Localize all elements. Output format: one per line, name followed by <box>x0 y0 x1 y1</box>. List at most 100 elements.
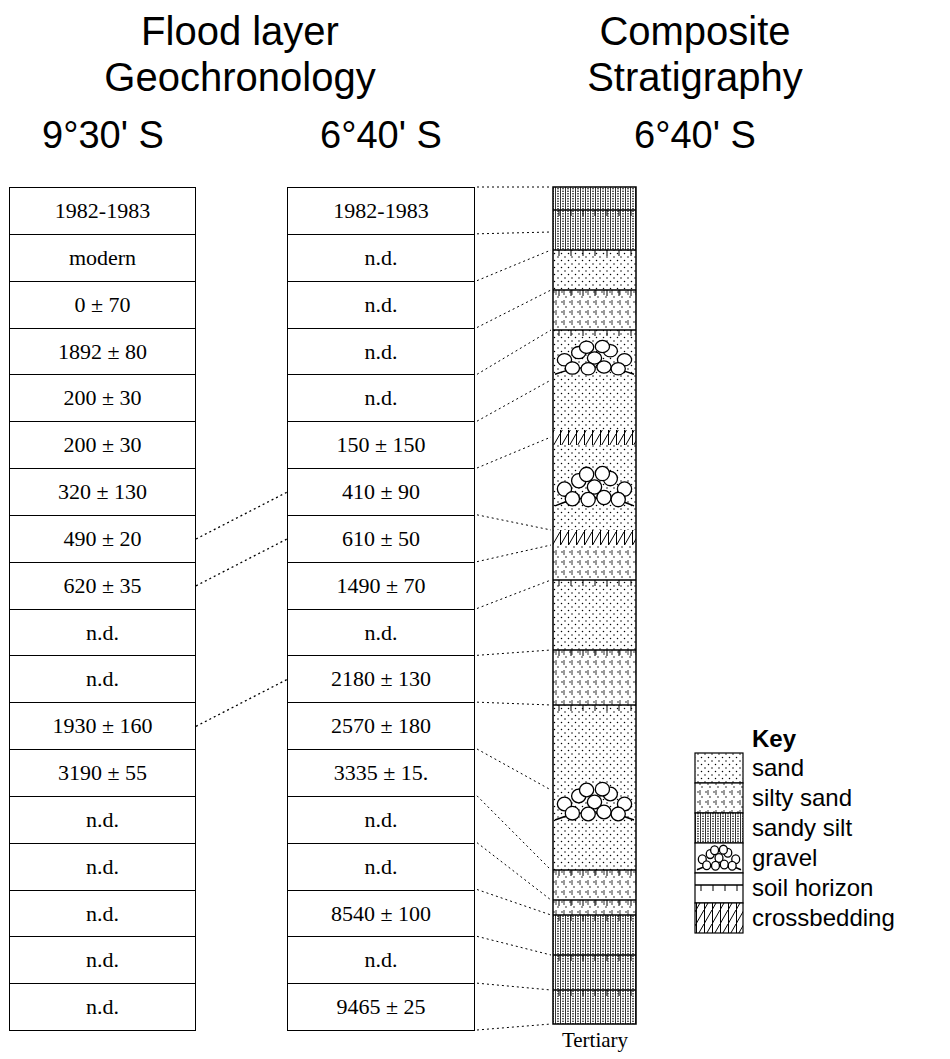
gravel-clast <box>579 467 593 481</box>
gravel-clast <box>597 490 611 504</box>
strata-layer <box>553 545 636 580</box>
leader-line <box>477 250 551 281</box>
date-cell: n.d. <box>287 281 475 329</box>
leader-line <box>477 890 551 916</box>
date-text: 8540 ± 100 <box>331 902 431 926</box>
soil-tick <box>583 250 584 256</box>
gravel-clast <box>581 807 595 821</box>
date-cell: n.d. <box>9 936 196 984</box>
date-text: 610 ± 50 <box>342 527 420 551</box>
date-cell: 1982-1983 <box>9 187 196 235</box>
date-text: 1930 ± 160 <box>52 714 152 738</box>
soil-tick <box>583 870 584 876</box>
gravel-clast <box>611 492 625 506</box>
gravel-clast <box>597 805 611 819</box>
soil-tick <box>619 990 620 996</box>
soil-tick <box>619 650 620 656</box>
soil-tick <box>607 900 608 906</box>
date-cell: n.d. <box>287 374 475 422</box>
strata-layer <box>553 580 636 650</box>
leader-line <box>477 545 551 562</box>
soil-tick <box>631 580 632 586</box>
date-text: 1892 ± 80 <box>58 340 147 364</box>
date-text: 200 ± 30 <box>63 386 141 410</box>
date-text: n.d. <box>365 246 398 270</box>
soil-tick <box>619 250 620 256</box>
heading-label: Composite Stratigraphy <box>545 8 845 100</box>
date-cell: 1982-1983 <box>287 187 475 235</box>
soil-tick <box>595 580 596 586</box>
soil-tick <box>631 210 632 216</box>
date-text: 9465 ± 25 <box>336 995 425 1019</box>
date-text: n.d. <box>365 808 398 832</box>
soil-tick <box>559 915 560 921</box>
legend-label: sandy silt <box>752 813 852 843</box>
soil-tick <box>595 900 596 906</box>
date-text: n.d. <box>365 621 398 645</box>
legend-swatches <box>695 753 743 933</box>
date-cell: n.d. <box>9 796 196 844</box>
soil-tick <box>595 990 596 996</box>
gravel-clast <box>719 845 727 854</box>
date-cell: n.d. <box>287 796 475 844</box>
date-text: 490 ± 20 <box>63 527 141 551</box>
date-text: 3335 ± 15. <box>334 761 429 785</box>
soil-tick <box>559 650 560 656</box>
leader-line <box>477 936 551 955</box>
soil-tick <box>607 915 608 921</box>
strata-layer <box>553 250 636 290</box>
leader-line <box>477 983 551 990</box>
date-text: n.d. <box>365 855 398 879</box>
date-cell: n.d. <box>9 983 196 1031</box>
leader-line <box>477 515 551 530</box>
gravel-clast <box>611 363 625 375</box>
soil-tick <box>631 900 632 906</box>
soil-tick <box>619 955 620 961</box>
soil-tick <box>583 915 584 921</box>
soil-tick <box>559 955 560 961</box>
soil-tick <box>619 290 620 296</box>
legend-label: silty sand <box>752 783 852 813</box>
heading-label: 6°40' S <box>281 112 481 158</box>
soil-tick <box>607 705 608 711</box>
legend-swatch <box>695 753 743 783</box>
date-text: 1490 ± 70 <box>336 574 425 598</box>
gravel-clast <box>595 782 609 796</box>
date-text: 320 ± 130 <box>58 480 147 504</box>
strata-layer <box>553 870 636 900</box>
soil-tick <box>607 650 608 656</box>
gravel-clast <box>565 492 579 506</box>
leader-line <box>477 437 551 468</box>
soil-tick <box>595 250 596 256</box>
soil-tick <box>571 870 572 876</box>
soil-tick <box>595 290 596 296</box>
gravel-clast <box>711 846 719 855</box>
strata-layer <box>553 232 636 250</box>
date-text: n.d. <box>86 902 119 926</box>
date-text: modern <box>69 246 136 270</box>
soil-tick <box>571 580 572 586</box>
soil-tick <box>583 900 584 906</box>
soil-tick <box>583 580 584 586</box>
strata-layer <box>553 430 636 445</box>
date-cell: 200 ± 30 <box>9 374 196 422</box>
strata-layer <box>553 650 636 705</box>
date-cell: n.d. <box>9 609 196 657</box>
date-cell: 320 ± 130 <box>9 468 196 516</box>
leader-line <box>477 702 551 705</box>
heading-label: Key <box>752 724 872 754</box>
leader-line <box>477 796 551 870</box>
correlation-line <box>196 679 287 726</box>
legend-label: gravel <box>752 843 817 873</box>
date-text: n.d. <box>365 386 398 410</box>
soil-tick <box>595 210 596 216</box>
soil-tick <box>571 955 572 961</box>
date-cell: 620 ± 35 <box>9 562 196 610</box>
soil-tick <box>595 870 596 876</box>
soil-tick <box>559 290 560 296</box>
date-cell: n.d. <box>9 890 196 938</box>
date-cell: n.d. <box>287 936 475 984</box>
date-cell: n.d. <box>9 843 196 891</box>
soil-tick <box>619 330 620 336</box>
date-text: n.d. <box>86 621 119 645</box>
